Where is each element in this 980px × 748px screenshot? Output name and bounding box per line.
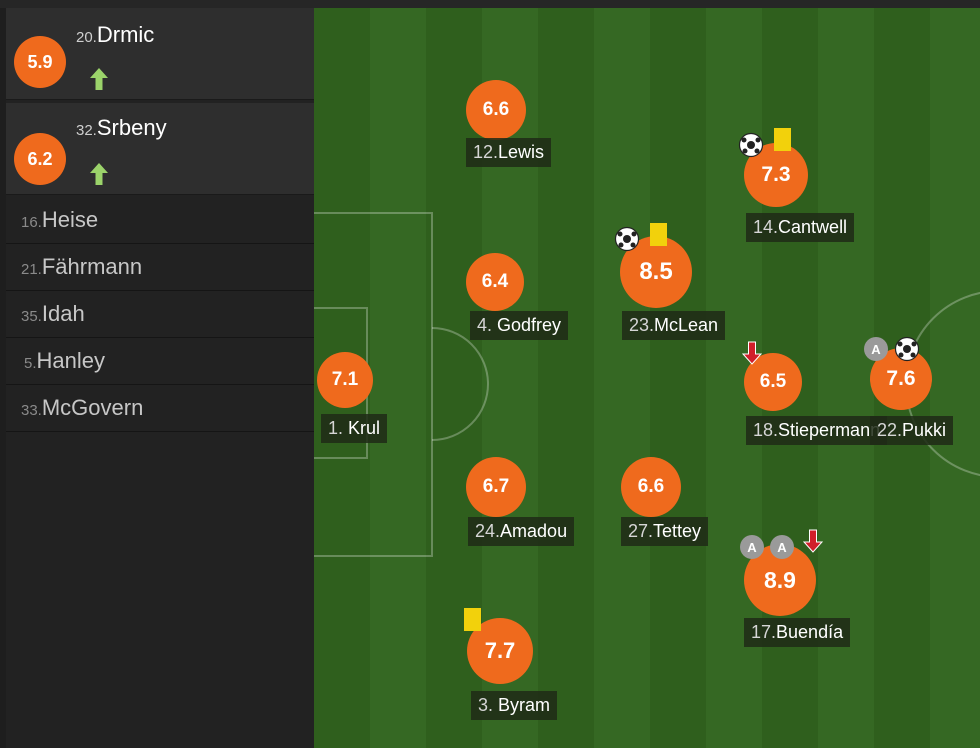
rating-badge: 6.4 [466,253,524,311]
bench-player-hanley[interactable]: 5.Hanley [6,338,314,385]
player-label: 24.Amadou [468,517,575,546]
sub-player-drmic[interactable]: 5.9 20.Drmic [6,8,314,100]
assist-icon: A [864,337,888,361]
player-label: 12.Lewis [466,138,552,167]
goal-ball-icon [614,226,640,252]
goal-ball-icon [738,132,764,158]
player-name: 32.Srbeny [76,115,167,140]
sub-in-arrow-icon [90,163,108,185]
player-label: 27.Tettey [621,517,709,546]
bench-player-fahrmann[interactable]: 21.Fährmann [6,244,314,291]
bench-player-heise[interactable]: 16.Heise [6,197,314,244]
rating-badge: 6.2 [14,133,66,185]
player-label: 18.Stiepermann [746,416,888,445]
player-label: 3. Byram [471,691,558,720]
rating-badge: 6.6 [621,457,681,517]
substitutes-panel: 5.9 20.Drmic 6.2 32.Srbeny 16.Heise 21.F… [6,8,314,748]
assist-icon: A [740,535,764,559]
sub-out-arrow-icon [803,529,823,553]
rating-badge: 6.7 [466,457,526,517]
top-bar [0,0,980,8]
player-label: 1. Krul [321,414,388,443]
player-label: 4. Godfrey [470,311,569,340]
rating-badge: 6.5 [744,353,802,411]
bench-player-idah[interactable]: 35.Idah [6,291,314,338]
sub-out-arrow-icon [742,341,762,365]
goal-ball-icon [894,336,920,362]
player-label: 17.Buendía [744,618,851,647]
yellow-card-icon [650,223,667,246]
player-name: 20.Drmic [76,22,155,47]
sub-in-arrow-icon [90,68,108,90]
yellow-card-icon [774,128,791,151]
yellow-card-icon [464,608,481,631]
player-label: 23.McLean [622,311,726,340]
bench-player-mcgovern[interactable]: 33.McGovern [6,385,314,432]
player-label: 14.Cantwell [746,213,855,242]
rating-badge: 7.1 [317,352,373,408]
pitch: 6.6 12.Lewis 7.3 14.Cantwell 6.4 4. Godf… [314,8,980,748]
assist-icon: A [770,535,794,559]
rating-badge: 6.6 [466,80,526,140]
rating-badge: 5.9 [14,36,66,88]
player-label: 22.Pukki [870,416,954,445]
sub-player-srbeny[interactable]: 6.2 32.Srbeny [6,103,314,195]
